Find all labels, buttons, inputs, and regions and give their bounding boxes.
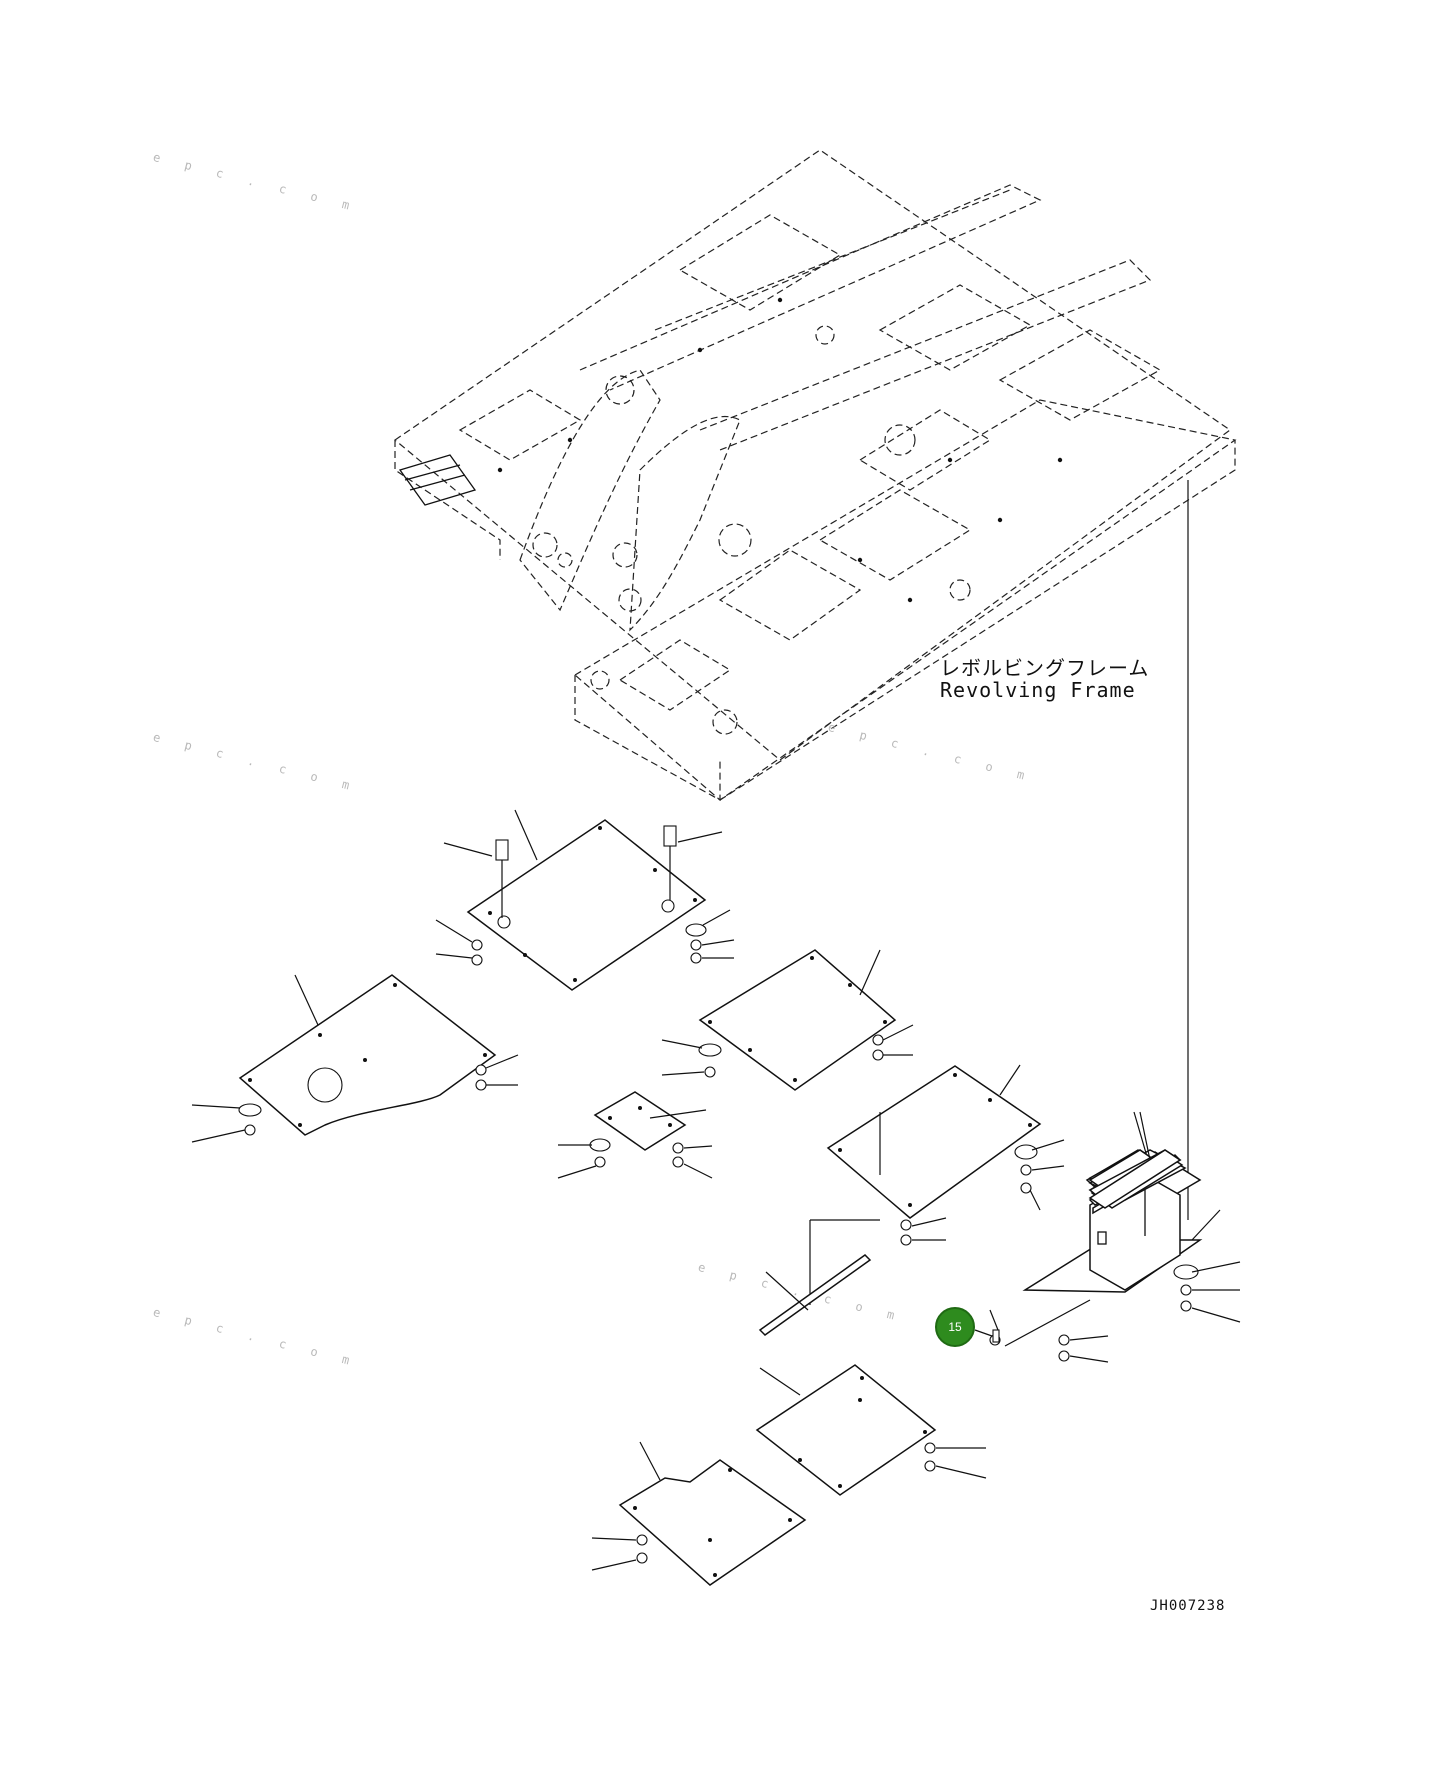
frame-label-japanese: レボルビングフレーム — [940, 656, 1150, 680]
cover-plate-b — [191, 974, 519, 1143]
part-callout-15[interactable]: 15 — [935, 1307, 975, 1347]
cover-plate-h — [591, 1441, 807, 1586]
seal-strip — [758, 1254, 872, 1336]
frame-label-english: Revolving Frame — [940, 678, 1136, 702]
cover-plate-g — [755, 1364, 987, 1496]
cover-plate-d — [557, 1091, 713, 1179]
cover-plate-c — [661, 949, 914, 1091]
part-callout-number: 15 — [948, 1320, 962, 1334]
cover-plate-a — [435, 809, 735, 991]
drawing-code: JH007238 — [1150, 1598, 1226, 1614]
revolving-frame — [394, 149, 1237, 802]
cover-plate-f — [1088, 1149, 1182, 1209]
cover-plate-e — [809, 1064, 1065, 1305]
